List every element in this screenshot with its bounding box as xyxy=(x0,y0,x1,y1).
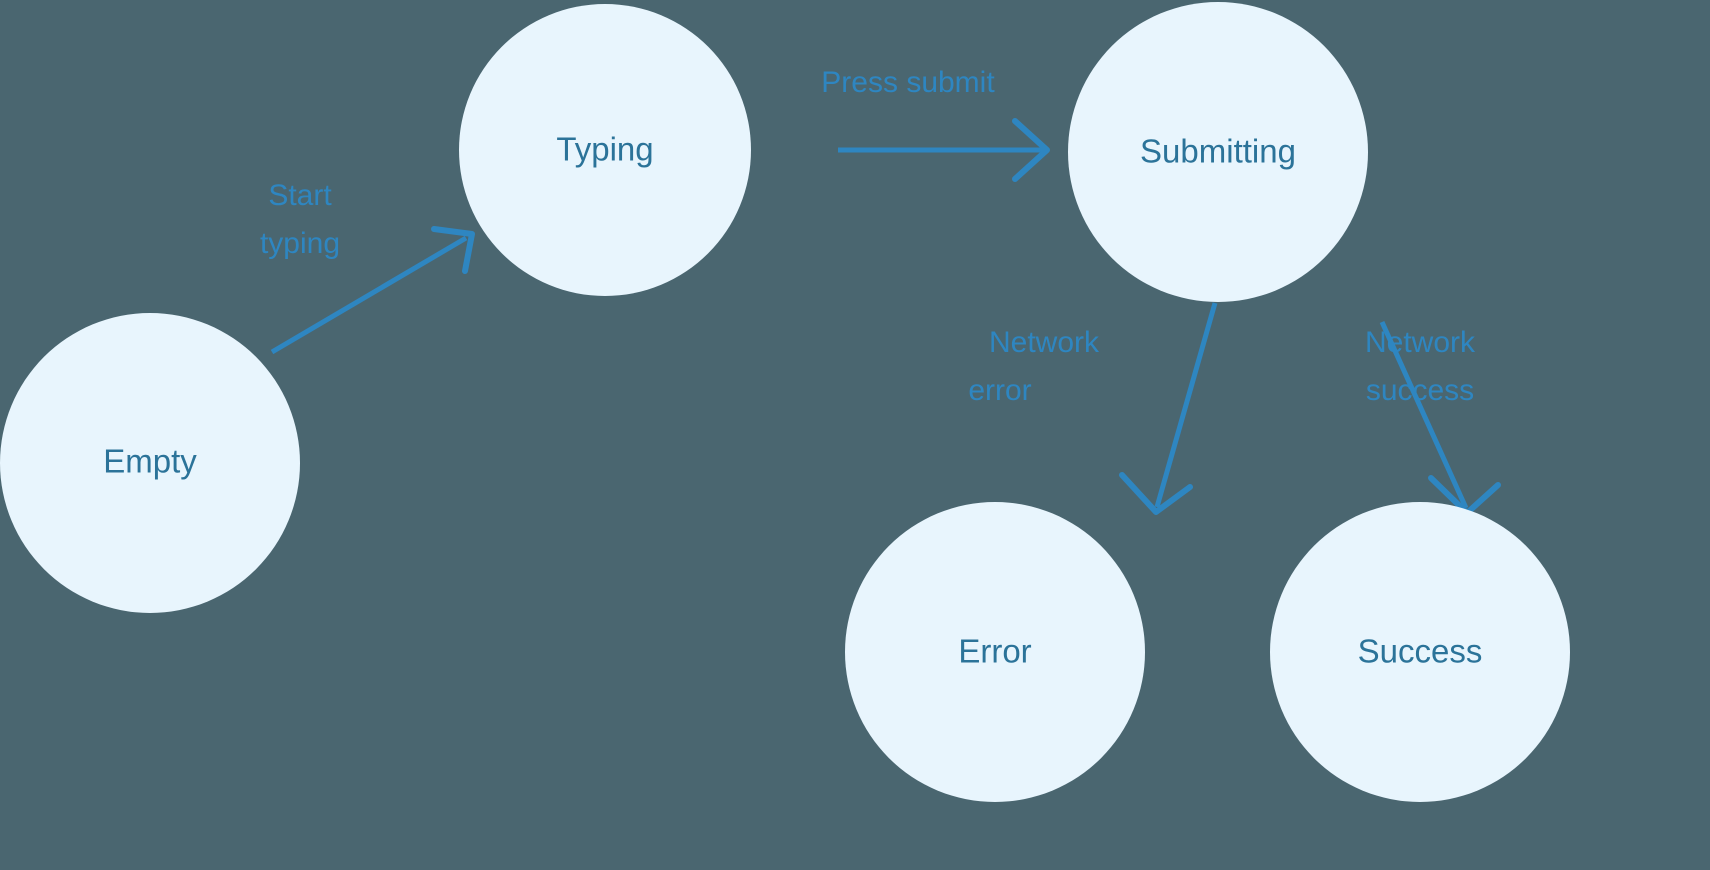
node-error[interactable]: Error xyxy=(845,502,1145,802)
edge-line-submitting-to-success xyxy=(1379,320,1469,510)
edge-label-line-2: success xyxy=(1366,374,1474,407)
node-empty[interactable]: Empty xyxy=(0,313,300,613)
edge-submitting-to-error xyxy=(1119,302,1218,515)
edge-typing-to-submitting xyxy=(838,118,1050,182)
node-circle-submitting[interactable] xyxy=(1068,2,1368,302)
edge-label-submitting-to-error: Network error xyxy=(968,326,1100,407)
node-circle-error[interactable] xyxy=(845,502,1145,802)
edge-label-line-2: error xyxy=(968,374,1031,407)
edge-label-line-1: Start xyxy=(268,179,332,212)
edge-empty-to-typing xyxy=(270,226,475,355)
node-success[interactable]: Success xyxy=(1270,502,1570,802)
edge-label-empty-to-typing: Start typing xyxy=(260,179,340,260)
edge-label-line-1: Network xyxy=(989,326,1100,359)
arrowhead-submitting-to-error xyxy=(1119,472,1193,515)
node-label-empty: Empty xyxy=(103,443,197,480)
arrowhead-empty-to-typing xyxy=(431,226,475,274)
node-label-typing: Typing xyxy=(556,131,653,168)
edge-label-typing-to-submitting: Press submit xyxy=(821,66,995,99)
node-circle-empty[interactable] xyxy=(0,313,300,613)
edge-label-line-1: Press submit xyxy=(821,66,995,99)
edge-label-line-1: Network xyxy=(1365,326,1476,359)
edge-line-submitting-to-error xyxy=(1154,302,1218,508)
node-circle-success[interactable] xyxy=(1270,502,1570,802)
edge-label-line-2: typing xyxy=(260,227,340,260)
node-typing[interactable]: Typing xyxy=(459,4,751,296)
node-label-success: Success xyxy=(1358,633,1483,670)
node-label-error: Error xyxy=(958,633,1031,670)
node-label-submitting: Submitting xyxy=(1140,133,1296,170)
node-submitting[interactable]: Submitting xyxy=(1068,2,1368,302)
arrowhead-typing-to-submitting xyxy=(1012,118,1050,182)
edge-line-empty-to-typing xyxy=(270,235,468,355)
edge-label-submitting-to-success: Network success xyxy=(1365,326,1476,407)
node-circle-typing[interactable] xyxy=(459,4,751,296)
